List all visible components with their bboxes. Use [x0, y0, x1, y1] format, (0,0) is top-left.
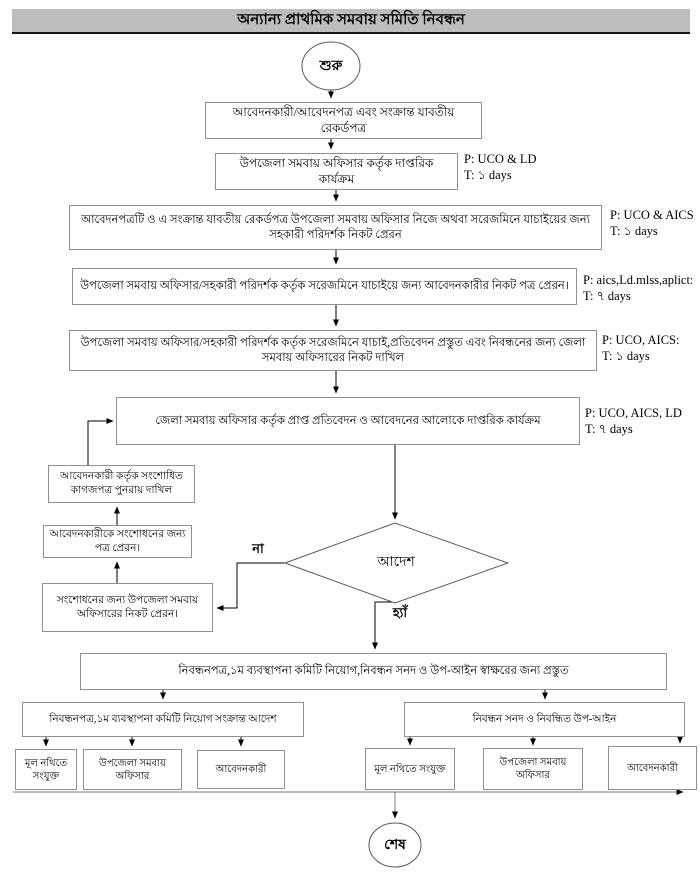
step-prepare-docs: নিবন্ধনপত্র,১ম ব্যবস্থাপনা কমিটি নিয়োগ,…: [80, 653, 667, 690]
annotation-4: P: UCO, AICS: T: ১ days: [602, 332, 679, 365]
annotation-2-time: T: ১ days: [610, 224, 658, 239]
end-terminal-shape: [368, 822, 422, 868]
annotation-1: P: UCO & LD T: ১ days: [464, 151, 537, 184]
annotation-3-time: T: ৭ days: [583, 289, 631, 304]
annotation-1-person: P: UCO & LD: [464, 152, 537, 166]
annotation-2: P: UCO & AICS T: ১ days: [610, 207, 694, 240]
annotation-5-time: T: ৭ days: [585, 422, 633, 437]
dest-main-file-right: মূল নথিতে সংযুক্ত: [365, 748, 455, 790]
step-certificate-bylaws: নিবন্ধন সনদ ও নিবন্ধিত উপ-আইন: [404, 702, 685, 737]
annotation-3: P: aics,Ld.mlss,aplict: T: ৭ days: [583, 272, 693, 305]
arrow-no-branch: [216, 562, 285, 611]
annotation-4-time: T: ১ days: [602, 349, 650, 364]
step-district-action: জেলা সমবায় অফিসার কর্তৃক প্রাপ্ত প্রতিব…: [116, 397, 580, 445]
dest-applicant-left: আবেদনকারী: [197, 750, 285, 789]
annotation-5: P: UCO, AICS, LD T: ৭ days: [585, 405, 682, 438]
step-records: আবেদনকারী/আবেদনপত্র এবং সংক্রান্ত যাবতীয…: [205, 102, 482, 139]
step-letter-to-applicant: উপজেলা সমবায় অফিসার/সহকারী পরিদর্শক কর্…: [72, 268, 577, 305]
annotation-2-person: P: UCO & AICS: [610, 208, 694, 222]
arrow-resubmit-to-district: [87, 418, 114, 465]
annotation-4-person: P: UCO, AICS:: [602, 333, 680, 347]
start-terminal-label: শুরু: [319, 59, 343, 74]
dest-upazila-officer-right: উপজেলা সমবায় অফিসার: [483, 748, 583, 790]
step-resubmit-corrected: আবেদনকারী কর্তৃক সংশোধিত কাগজপত্র পুনরায…: [48, 465, 195, 503]
annotation-1-time: T: ১ days: [464, 168, 512, 183]
step-committee-order: নিবন্ধনপত্র,১ম ব্যবস্থাপনা কমিটি নিয়োগ …: [22, 702, 304, 737]
arrow-yes-branch: [372, 601, 395, 650]
decision-label: আদেশ: [377, 555, 415, 570]
annotation-3-person: P: aics,Ld.mlss,aplict:: [583, 273, 694, 287]
decision-diamond: [283, 522, 510, 604]
dest-applicant-right: আবেদনকারী: [608, 746, 697, 790]
step-correction-letter: আবেদনকারীকে সংশোধনের জন্য পত্র প্রেরন।: [43, 525, 192, 558]
step-send-inspector: আবেদনপত্রটি ও এ সংক্রান্ত যাবতীয় রেকর্ড…: [69, 205, 602, 250]
dest-main-file-left: মূল নথিতে সংযুক্ত: [15, 749, 77, 790]
step-verify-report: উপজেলা সমবায় অফিসার/সহকারী পরিদর্শক কর্…: [69, 330, 597, 371]
page-title: অন্যান্য প্রাথমিক সমবায় সমিতি নিবন্ধন: [12, 9, 690, 34]
step-send-for-correction: সংশোধনের জন্য উপজেলা সমবায় অফিসারের নিক…: [42, 583, 213, 632]
decision-yes-label: হ্যাঁ: [392, 604, 408, 620]
dest-upazila-officer-left: উপজেলা সমবায় অফিসার: [83, 749, 182, 790]
end-terminal-label: শেষ: [384, 838, 406, 853]
decision-no-label: না: [252, 540, 264, 556]
start-terminal-shape: [301, 41, 361, 91]
step-upazila-action: উপজেলা সমবায় অফিসার কর্তৃক দাপ্তরিক কার…: [215, 153, 458, 190]
annotation-5-person: P: UCO, AICS, LD: [585, 406, 682, 420]
